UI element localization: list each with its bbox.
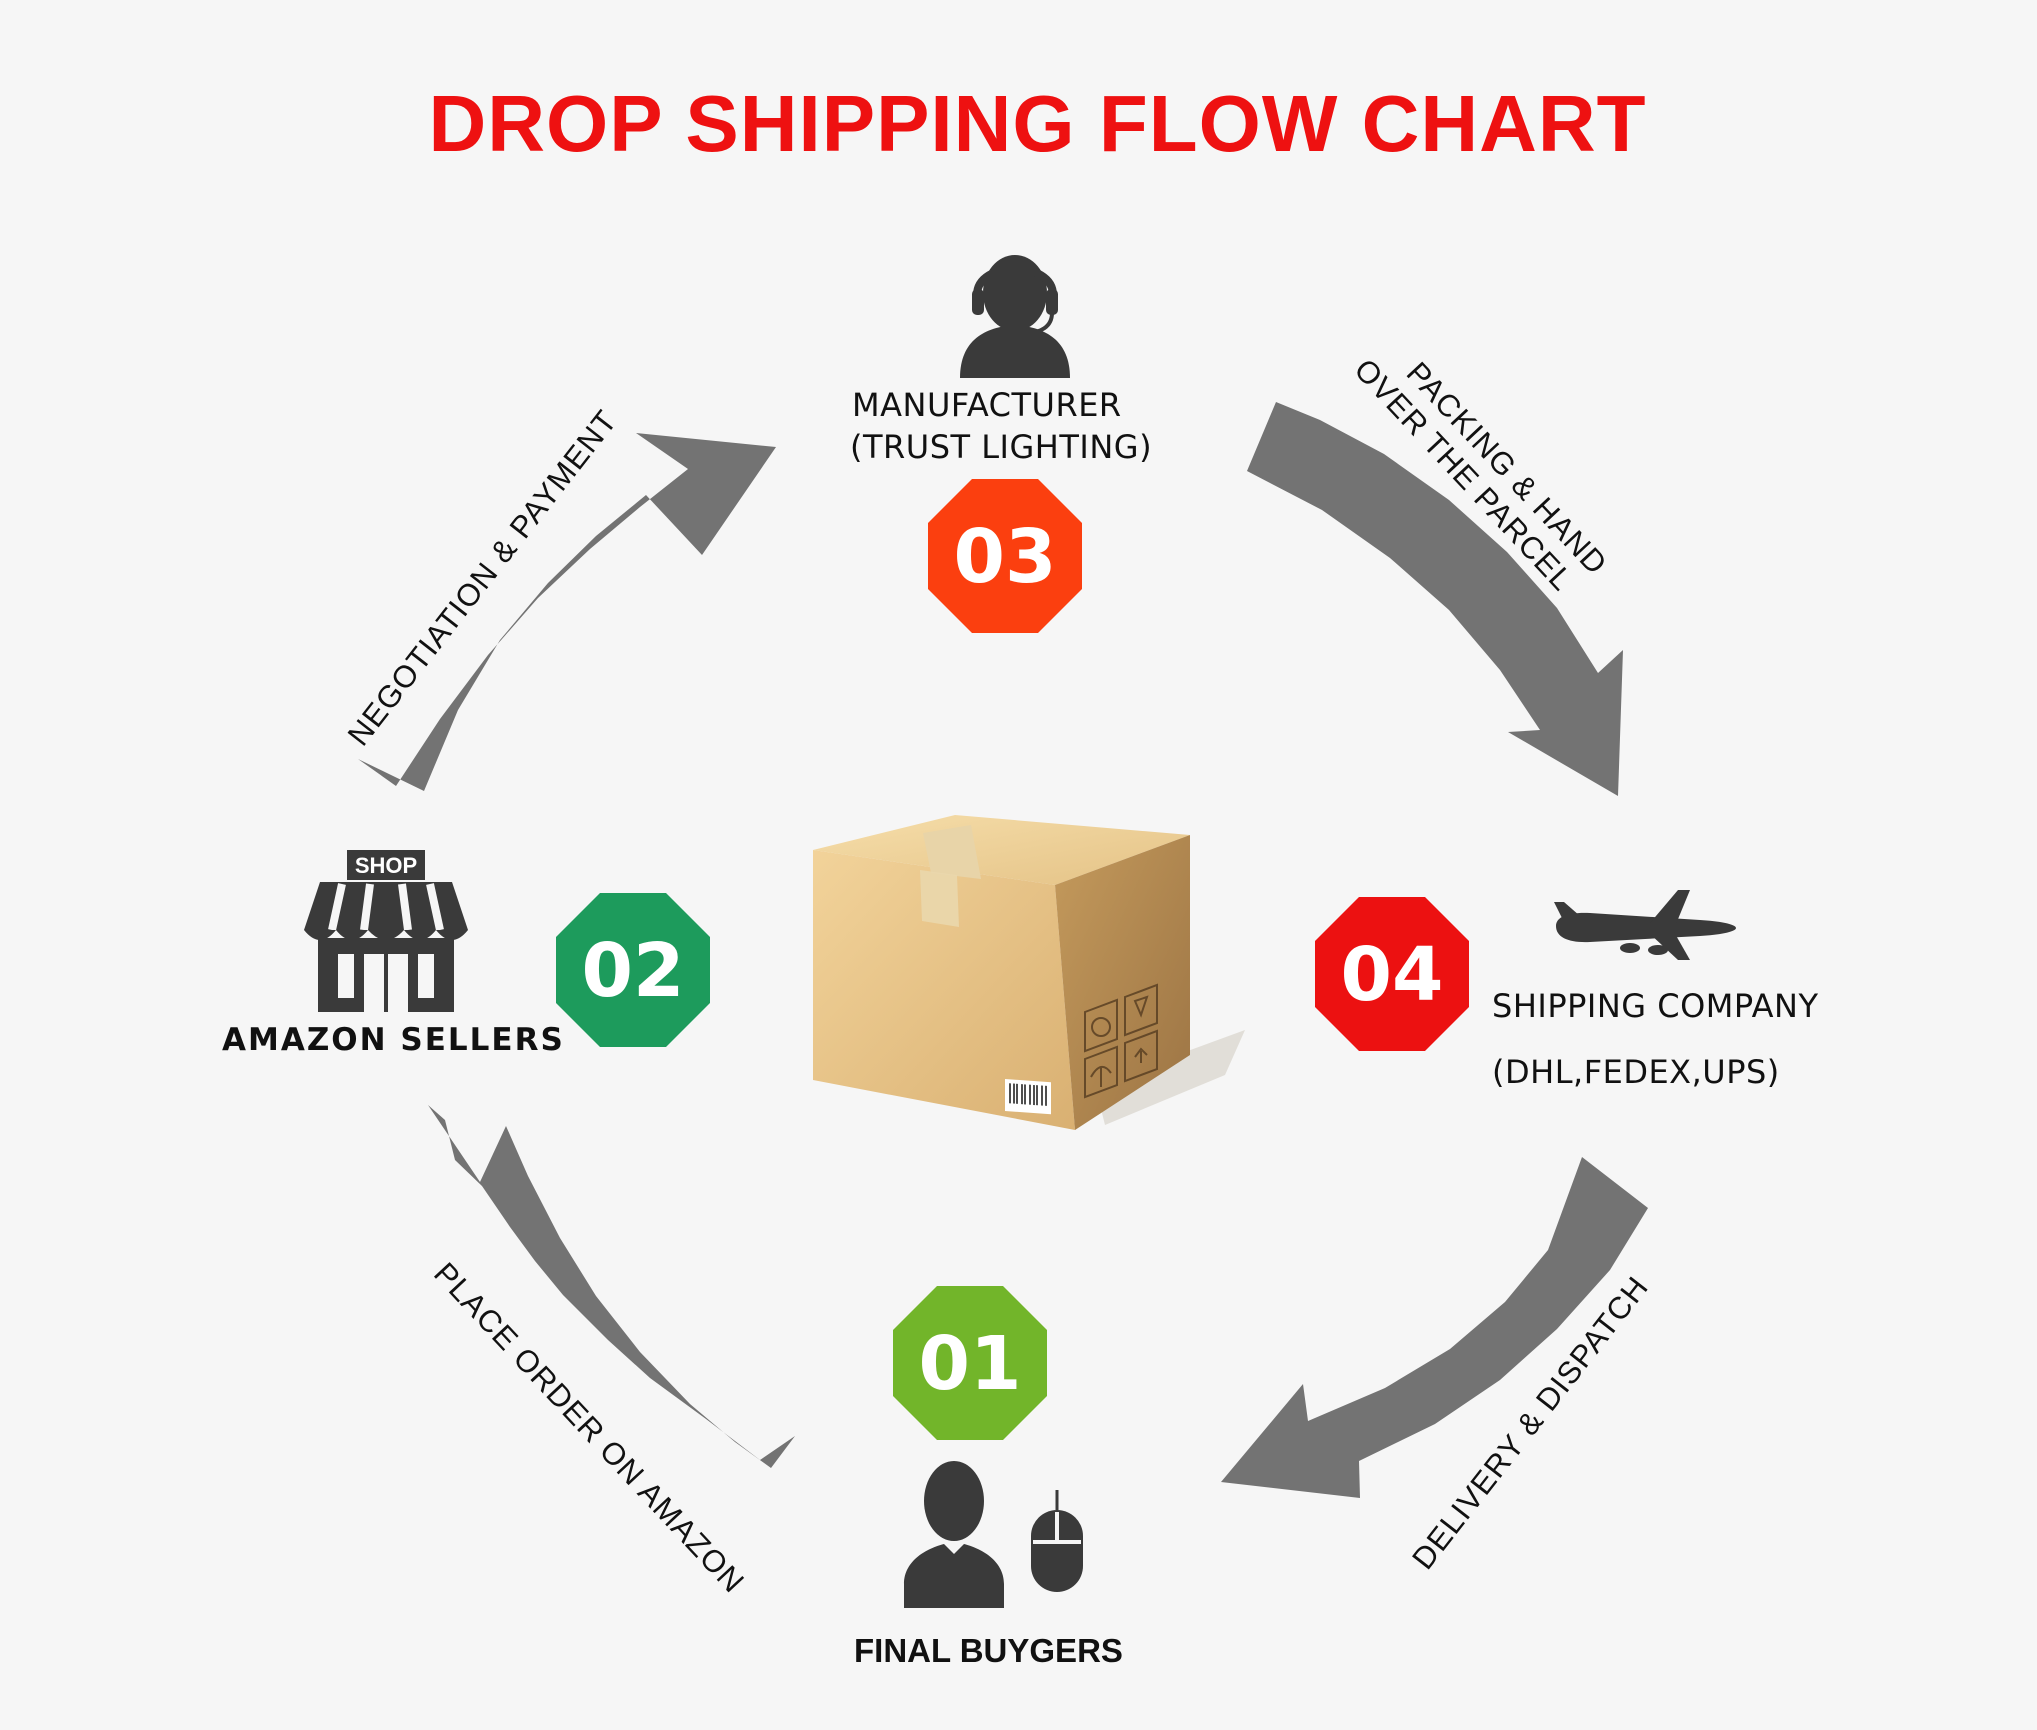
badge-octagon <box>556 893 710 1047</box>
badge-octagon <box>1315 897 1469 1051</box>
step-badge-04: 04 <box>1315 897 1469 1051</box>
amazon-sellers-label: AMAZON SELLERS <box>222 1022 565 1058</box>
step-badge-03: 03 <box>928 479 1082 633</box>
support-agent-icon <box>960 255 1070 378</box>
step-badge-01: 01 <box>893 1286 1047 1440</box>
badge-number: 01 <box>919 1321 1022 1407</box>
chart-title: DROP SHIPPING FLOW CHART <box>428 79 1647 168</box>
arrow-packing <box>1247 402 1623 796</box>
airplane-icon <box>1554 890 1736 960</box>
manufacturer-label-line2: (TRUST LIGHTING) <box>850 428 1153 466</box>
arrow-negotiation <box>358 433 776 791</box>
badge-number: 02 <box>582 928 685 1014</box>
step-badge-02: 02 <box>556 893 710 1047</box>
shipping-company-label-line2: (DHL,FEDEX,UPS) <box>1492 1053 1780 1091</box>
buyer-icon <box>904 1461 1004 1608</box>
badge-number: 04 <box>1341 932 1444 1018</box>
shipping-company-label-line1: SHIPPING COMPANY <box>1492 987 1819 1025</box>
arrow-place-order <box>428 1105 795 1468</box>
shop-icon: SHOP <box>304 850 468 1012</box>
shop-sign: SHOP <box>355 853 417 878</box>
badge-number: 03 <box>954 514 1057 600</box>
cardboard-box-icon <box>813 815 1245 1130</box>
badge-octagon <box>928 479 1082 633</box>
badge-octagon <box>893 1286 1047 1440</box>
mouse-icon <box>1031 1490 1083 1592</box>
final-buyers-label: FINAL BUYGERS <box>854 1632 1123 1669</box>
arrow-delivery <box>1221 1157 1648 1498</box>
manufacturer-label-line1: MANUFACTURER <box>852 386 1122 424</box>
